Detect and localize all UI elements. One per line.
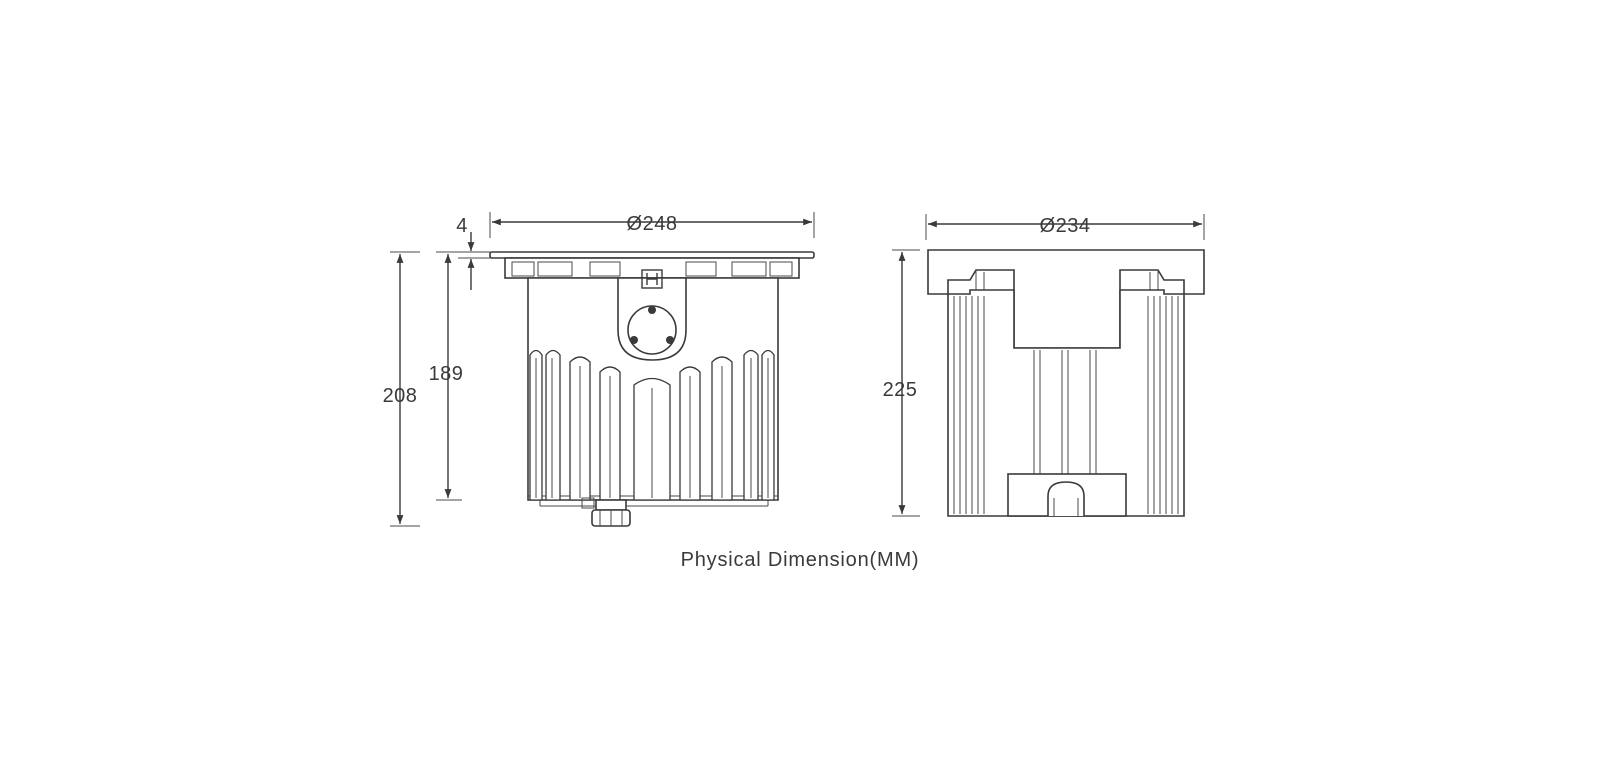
side-height-dimension: 225 <box>883 249 920 517</box>
side-width-dimension: Ø234 <box>925 214 1205 240</box>
flange-plate <box>489 251 815 279</box>
body-height-dimension: 189 <box>429 251 464 501</box>
cable-gland <box>581 497 631 527</box>
total-height-label: 208 <box>383 385 418 407</box>
front-view: Ø248 4 208 189 <box>383 212 815 527</box>
side-housing-body <box>947 289 1185 517</box>
heat-sink-ribs <box>529 349 775 501</box>
flange-thickness-dimension: 4 <box>456 215 492 290</box>
connector-tab <box>617 269 687 361</box>
flange-thickness-label: 4 <box>456 215 468 237</box>
side-view: Ø234 225 <box>883 214 1205 517</box>
body-height-label: 189 <box>429 363 464 385</box>
front-width-label: Ø248 <box>627 213 678 235</box>
side-connector-block <box>1007 473 1127 517</box>
side-fins <box>953 296 1179 514</box>
side-height-label: 225 <box>883 379 918 401</box>
side-width-label: Ø234 <box>1040 215 1091 237</box>
front-width-dimension: Ø248 <box>489 212 815 238</box>
total-height-dimension: 208 <box>383 251 420 527</box>
drawing-caption: Physical Dimension(MM) <box>681 549 920 571</box>
